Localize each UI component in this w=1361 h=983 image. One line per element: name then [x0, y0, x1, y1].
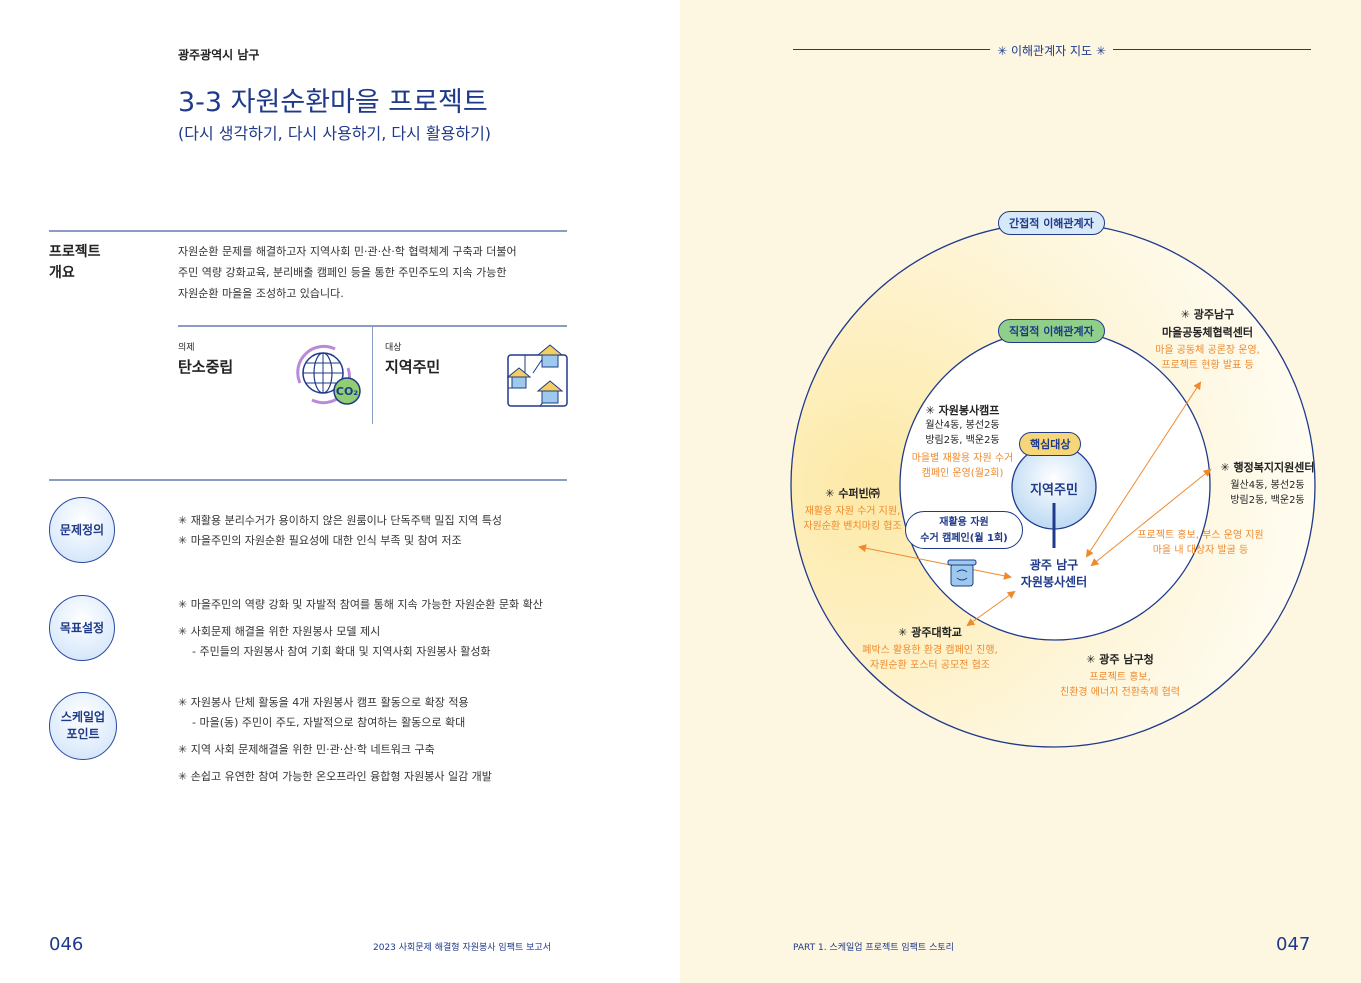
stakeholder-desc: 마을 내 대상자 발굴 등 — [1152, 545, 1249, 556]
campaign-box: 재활용 자원 수거 캠페인(월 1회) — [905, 511, 1023, 549]
heading-rule — [793, 49, 990, 50]
overview-line: 자원순환 마을을 조성하고 있습니다. — [178, 287, 344, 300]
agenda-value: 탄소중립 — [178, 358, 234, 376]
stakeholder-university: ✳ 광주대학교 폐박스 활용한 환경 캠페인 진행, 자원순환 포스터 공모전 … — [850, 624, 1010, 673]
right-page: ✳ 이해관계자 지도 ✳ 간접적 이해관계자 직접적 이해관계자 핵심대상 지역… — [680, 0, 1361, 983]
stakeholder-superbin: ✳ 수퍼빈㈜ 재활용 자원 수거 지원, 자원순환 벤치마킹 협조 — [795, 485, 910, 534]
stakeholder-welfare-desc: 프로젝트 홍보, 부스 운영 지원 마을 내 대상자 발굴 등 — [1128, 528, 1273, 558]
stakeholder-sub: 방림2동, 백운2동 — [925, 435, 1000, 446]
footer-text: 2023 사회문제 해결형 자원봉사 임팩트 보고서 — [373, 943, 551, 953]
left-page: 광주광역시 남구 3-3 자원순환마을 프로젝트 (다시 생각하기, 다시 사용… — [0, 0, 680, 983]
stakeholder-desc: 폐박스 활용한 환경 캠페인 진행, — [862, 645, 998, 656]
page-number: 046 — [49, 934, 84, 955]
section-items-problem: ✳ 재활용 분리수거가 용이하지 않은 원룸이나 단독주택 밀집 지역 특성 ✳… — [178, 511, 502, 551]
badge-label: 목표설정 — [59, 620, 105, 635]
stakeholder-desc: 마을 공동체 공론장 운영, — [1155, 345, 1260, 356]
map-heading: ✳ 이해관계자 지도 ✳ — [997, 44, 1106, 58]
target-value: 지역주민 — [385, 358, 441, 376]
stakeholder-title: ✳ 광주 남구청 — [1086, 653, 1154, 666]
stakeholder-title: ✳ 자원봉사캠프 — [925, 404, 1000, 417]
section-items-scaleup: ✳ 자원봉사 단체 활동을 4개 자원봉사 캠프 활동으로 확장 적용 - 마을… — [178, 693, 492, 787]
list-item: ✳ 지역 사회 문제해결을 위한 민·관·산·학 네트워크 구축 — [178, 743, 435, 756]
stakeholder-desc: 캠페인 운영(월2회) — [921, 468, 1004, 479]
stakeholder-desc: 자원순환 포스터 공모전 협조 — [870, 660, 990, 671]
list-item: ✳ 재활용 분리수거가 용이하지 않은 원룸이나 단독주택 밀집 지역 특성 — [178, 514, 503, 527]
page-subtitle: (다시 생각하기, 다시 사용하기, 다시 활용하기) — [178, 124, 492, 143]
stakeholder-desc: 친환경 에너지 전환축제 협력 — [1060, 687, 1180, 698]
page-title: 3-3 자원순환마을 프로젝트 — [178, 87, 488, 118]
core-target-pill: 핵심대상 — [1019, 432, 1082, 456]
stakeholder-sub: 방림2동, 백운2동 — [1230, 495, 1305, 506]
section-items-goal: ✳ 마을주민의 역량 강화 및 자발적 참여를 통해 지속 가능한 자원순환 문… — [178, 595, 543, 662]
stakeholder-title: 마을공동체협력센터 — [1161, 326, 1254, 339]
globe-co2-icon: CO₂ — [296, 344, 361, 405]
overview-label-line: 개요 — [49, 265, 75, 281]
center-line: 광주 남구 — [1029, 558, 1079, 572]
list-item: - 주민들의 자원봉사 참여 기회 확대 및 지역사회 자원봉사 활성화 — [192, 645, 491, 658]
list-item: ✳ 마을주민의 자원순환 필요성에 대한 인식 부족 및 참여 저조 — [178, 534, 462, 547]
indirect-stakeholder-pill: 간접적 이해관계자 — [998, 211, 1105, 235]
overview-text: 자원순환 문제를 해결하고자 지역사회 민·관·산·학 협력체계 구축과 더불어… — [178, 241, 517, 304]
overview-line: 자원순환 문제를 해결하고자 지역사회 민·관·산·학 협력체계 구축과 더불어 — [178, 245, 517, 258]
stakeholder-welfare: ✳ 행정복지지원센터 월산4동, 봉선2동 방림2동, 백운2동 — [1215, 459, 1320, 508]
list-item: ✳ 마을주민의 역량 강화 및 자발적 참여를 통해 지속 가능한 자원순환 문… — [178, 598, 543, 611]
target-label: 대상 — [385, 343, 402, 353]
agenda-label: 의제 — [178, 343, 195, 353]
stakeholder-desc: 프로젝트 현황 발표 등 — [1161, 360, 1254, 371]
center-line: 자원봉사센터 — [1020, 575, 1088, 589]
arrow-superbin — [858, 544, 1012, 580]
volunteer-center: 광주 남구 자원봉사센터 — [1004, 557, 1104, 591]
badge-label: 포인트 — [66, 727, 100, 741]
list-item: - 마을(동) 주민이 주도, 자발적으로 참여하는 활동으로 확대 — [192, 716, 466, 729]
overview-line: 주민 역량 강화교육, 분리배출 캠페인 등을 통한 주민주도의 지속 가능한 — [178, 266, 507, 279]
stakeholder-desc: 자원순환 벤치마킹 협조 — [803, 521, 902, 532]
campaign-line: 재활용 자원 — [939, 517, 989, 528]
footer-text: PART 1. 스케일업 프로젝트 임팩트 스토리 — [793, 943, 954, 953]
stakeholder-camp: ✳ 자원봉사캠프 월산4동, 봉선2동 방림2동, 백운2동 마을별 재활용 자… — [905, 402, 1020, 481]
stakeholder-desc: 마을별 재활용 자원 수거 — [911, 453, 1014, 464]
divider — [49, 479, 567, 481]
stakeholder-title: ✳ 광주남구 — [1180, 308, 1235, 321]
stakeholder-desc: 재활용 자원 수거 지원, — [804, 506, 901, 517]
heading-rule — [1113, 49, 1311, 50]
stakeholder-title: ✳ 수퍼빈㈜ — [825, 487, 880, 500]
stakeholder-title: ✳ 광주대학교 — [898, 626, 962, 639]
divider — [372, 326, 373, 424]
stakeholder-title: ✳ 행정복지지원센터 — [1220, 461, 1315, 474]
badge-label: 문제정의 — [59, 522, 105, 537]
list-item: ✳ 자원봉사 단체 활동을 4개 자원봉사 캠프 활동으로 확장 적용 — [178, 696, 469, 709]
page-number: 047 — [1276, 934, 1311, 955]
stakeholder-desc: 프로젝트 홍보, — [1089, 672, 1151, 683]
recycle-bin-icon — [947, 559, 977, 587]
arrow-welfare — [1090, 468, 1212, 567]
section-badge-scaleup: 스케일업 포인트 — [49, 692, 117, 760]
region-label: 광주광역시 남구 — [178, 48, 260, 62]
core-target-value: 지역주민 — [1030, 483, 1078, 498]
stakeholder-sub: 월산4동, 봉선2동 — [1230, 480, 1305, 491]
overview-label: 프로젝트 개요 — [49, 242, 101, 284]
section-badge-problem: 문제정의 — [49, 497, 115, 563]
section-badge-goal: 목표설정 — [49, 595, 115, 661]
divider — [49, 230, 567, 232]
co2-text: CO₂ — [336, 385, 358, 398]
list-item: ✳ 사회문제 해결을 위한 자원봉사 모델 제시 — [178, 625, 381, 638]
campaign-line: 수거 캠페인(월 1회) — [920, 533, 1008, 544]
stakeholder-village-center: ✳ 광주남구 마을공동체협력센터 마을 공동체 공론장 운영, 프로젝트 현황 … — [1145, 306, 1270, 373]
arrow-university — [966, 590, 1016, 627]
stakeholder-desc: 프로젝트 홍보, 부스 운영 지원 — [1137, 530, 1264, 541]
stakeholder-sub: 월산4동, 봉선2동 — [925, 420, 1000, 431]
overview-label-line: 프로젝트 — [49, 244, 101, 260]
village-map-icon — [506, 344, 568, 407]
stakeholder-district-office: ✳ 광주 남구청 프로젝트 홍보, 친환경 에너지 전환축제 협력 — [1050, 651, 1190, 700]
list-item: ✳ 손쉽고 유연한 참여 가능한 온오프라인 융합형 자원봉사 일감 개발 — [178, 770, 492, 783]
badge-label: 스케일업 — [60, 710, 106, 724]
direct-stakeholder-pill: 직접적 이해관계자 — [998, 319, 1105, 343]
stakeholder-map — [790, 222, 1316, 748]
